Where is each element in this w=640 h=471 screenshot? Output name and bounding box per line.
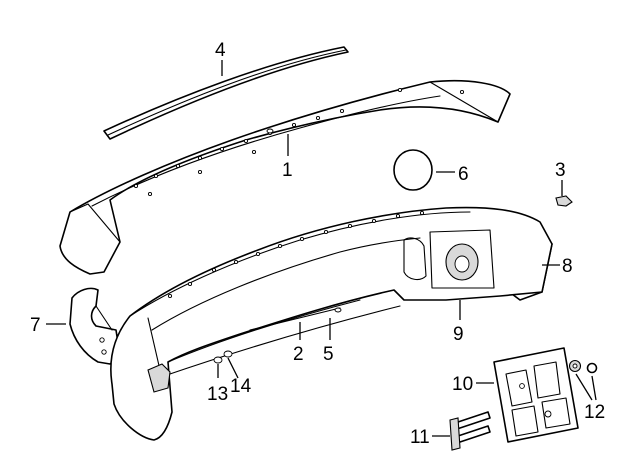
part-2-lower-bumper	[110, 206, 553, 441]
part-1-holes	[133, 87, 465, 197]
callout-13: 13	[207, 384, 228, 405]
callout-1: 1	[282, 160, 293, 181]
part-3-fastener	[555, 195, 573, 207]
callout-9: 9	[453, 324, 464, 345]
leader-12b	[591, 375, 597, 401]
leader-14	[227, 357, 239, 379]
part-6-cap	[393, 149, 433, 191]
callout-12: 12	[584, 402, 605, 423]
part-7-end-bracket	[69, 287, 121, 365]
leader-lines	[46, 60, 597, 437]
lower-bumper-holes	[167, 210, 425, 299]
callout-11: 11	[410, 427, 430, 448]
leader-12a	[575, 373, 593, 401]
callout-2: 2	[293, 344, 304, 365]
callout-10: 10	[452, 374, 473, 395]
callout-4: 4	[215, 40, 226, 61]
callout-3: 3	[555, 160, 566, 181]
callout-8: 8	[562, 256, 573, 277]
callout-14: 14	[230, 376, 252, 397]
callout-7: 7	[30, 315, 41, 336]
part-4-trim-strip	[103, 46, 349, 140]
part-12-nuts	[568, 359, 598, 374]
callouts: 4 1 6 3 8 9 7 2 5 13 14 10 11 12	[30, 40, 605, 448]
callout-5: 5	[323, 344, 334, 365]
callout-6: 6	[458, 164, 469, 185]
part-10-license-bracket	[493, 347, 579, 443]
part-11-bolts	[449, 411, 491, 451]
part-1-upper-bumper-cover	[59, 79, 511, 275]
